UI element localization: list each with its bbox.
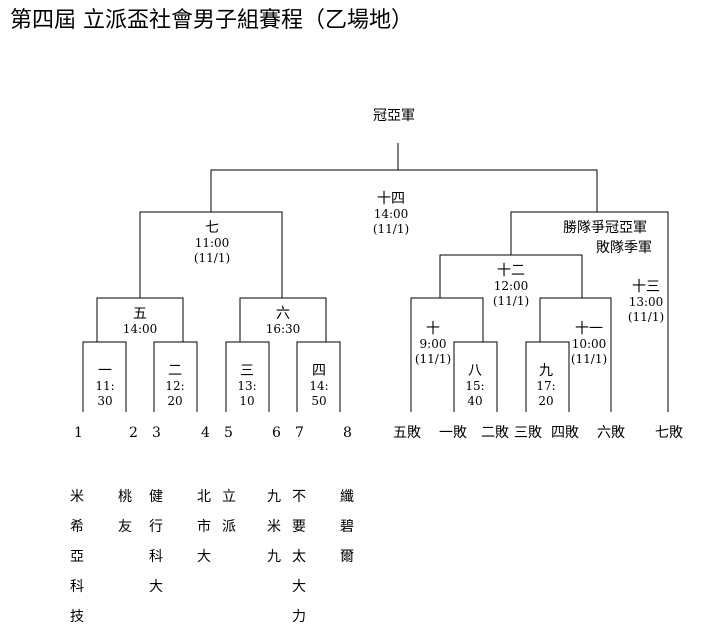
champion-label: 冠亞軍 xyxy=(373,108,415,124)
team-name: 立 派 xyxy=(222,489,236,535)
loser-slot: 五敗 xyxy=(393,425,421,441)
winner-note: 勝隊爭冠亞軍 xyxy=(563,220,647,236)
team-name: 九 米 九 xyxy=(267,489,281,565)
match-7: 七 11:00 (11/1) xyxy=(189,221,235,266)
slot-6: 6 xyxy=(272,425,281,441)
match-date: (11/1) xyxy=(372,222,410,236)
match-time: 16:30 xyxy=(265,322,301,336)
slot-8: 8 xyxy=(343,425,352,441)
bracket-m8 xyxy=(453,341,498,412)
match-14: 十四 14:00 (11/1) xyxy=(368,192,414,237)
match-label: 十二 xyxy=(497,263,525,279)
match-date: (11/1) xyxy=(627,310,665,324)
team-name: 北 市 大 xyxy=(197,489,211,565)
bracket-m13 xyxy=(510,211,669,412)
bracket-m7 xyxy=(139,211,283,298)
bracket-m9 xyxy=(525,341,570,412)
match-label: 十三 xyxy=(632,279,660,295)
match-time: 14:00 xyxy=(122,322,158,336)
match-date: (11/1) xyxy=(492,294,530,308)
match-label: 十一 xyxy=(575,321,603,337)
match-10: 十 9:00 (11/1) xyxy=(412,322,454,367)
match-label: 三 xyxy=(240,363,254,379)
match-2: 二 12: 20 xyxy=(162,364,188,409)
match-label: 二 xyxy=(168,363,182,379)
match-label: 一 xyxy=(98,363,112,379)
match-time: 12: 20 xyxy=(165,379,185,408)
final-bracket xyxy=(210,169,598,212)
match-8: 八 15: 40 xyxy=(462,364,488,409)
bracket-m11 xyxy=(539,297,612,412)
match-9: 九 17: 20 xyxy=(533,364,559,409)
page-title: 第四屆 立派盃社會男子組賽程（乙場地） xyxy=(10,8,413,33)
match-time: 11:00 xyxy=(194,236,230,250)
match-5: 五 14:00 xyxy=(117,307,163,337)
bracket-m5 xyxy=(96,297,184,342)
bracket-m10 xyxy=(410,297,484,412)
match-4: 四 14: 50 xyxy=(306,364,332,409)
match-time: 11: 30 xyxy=(95,379,115,408)
match-date: (11/1) xyxy=(570,352,608,366)
match-label: 八 xyxy=(468,363,482,379)
slot-2: 2 xyxy=(129,425,138,441)
slot-4: 4 xyxy=(201,425,210,441)
match-time: 13: 10 xyxy=(237,379,257,408)
match-time: 17: 20 xyxy=(536,379,556,408)
team-name: 桃 友 xyxy=(118,489,132,535)
match-time: 10:00 xyxy=(571,337,607,351)
match-date: (11/1) xyxy=(193,251,231,265)
team-name: 健 行 科 大 xyxy=(149,489,163,595)
bracket-m1 xyxy=(82,341,127,412)
match-3: 三 13: 10 xyxy=(234,364,260,409)
loser-slot: 三敗 xyxy=(514,425,542,441)
bracket-m3 xyxy=(225,341,270,412)
match-time: 14: 50 xyxy=(309,379,329,408)
match-12: 十二 12:00 (11/1) xyxy=(488,264,534,309)
match-label: 九 xyxy=(539,363,553,379)
loser-slot: 二敗 xyxy=(481,425,509,441)
loser-note: 敗隊季軍 xyxy=(596,240,652,256)
match-time: 9:00 xyxy=(419,337,447,351)
match-label: 十 xyxy=(426,321,440,337)
team-name: 不 要 太 大 力 xyxy=(292,489,306,625)
match-time: 15: 40 xyxy=(465,379,485,408)
bracket-m2 xyxy=(153,341,198,412)
match-time: 13:00 xyxy=(628,295,664,309)
slot-7: 7 xyxy=(295,425,304,441)
bracket-m12 xyxy=(439,254,583,298)
match-label: 六 xyxy=(276,306,290,322)
bracket-m6 xyxy=(239,297,327,342)
loser-slot: 一敗 xyxy=(439,425,467,441)
team-name: 纖 碧 爾 xyxy=(340,489,354,565)
match-label: 五 xyxy=(133,306,147,322)
match-11: 十一 10:00 (11/1) xyxy=(567,322,611,367)
match-6: 六 16:30 xyxy=(260,307,306,337)
loser-slot: 七敗 xyxy=(655,425,683,441)
slot-3: 3 xyxy=(152,425,161,441)
slot-5: 5 xyxy=(224,425,233,441)
loser-slot: 四敗 xyxy=(551,425,579,441)
match-label: 四 xyxy=(312,363,326,379)
match-label: 十四 xyxy=(377,191,405,207)
team-name: 米 希 亞 科 技 xyxy=(70,489,84,625)
match-13: 十三 13:00 (11/1) xyxy=(623,280,669,325)
loser-slot: 六敗 xyxy=(597,425,625,441)
match-date: (11/1) xyxy=(414,352,452,366)
bracket-m4 xyxy=(296,341,341,412)
match-1: 一 11: 30 xyxy=(92,364,118,409)
match-label: 七 xyxy=(205,220,219,236)
match-time: 14:00 xyxy=(373,207,409,221)
match-time: 12:00 xyxy=(493,279,529,293)
slot-1: 1 xyxy=(74,425,83,441)
